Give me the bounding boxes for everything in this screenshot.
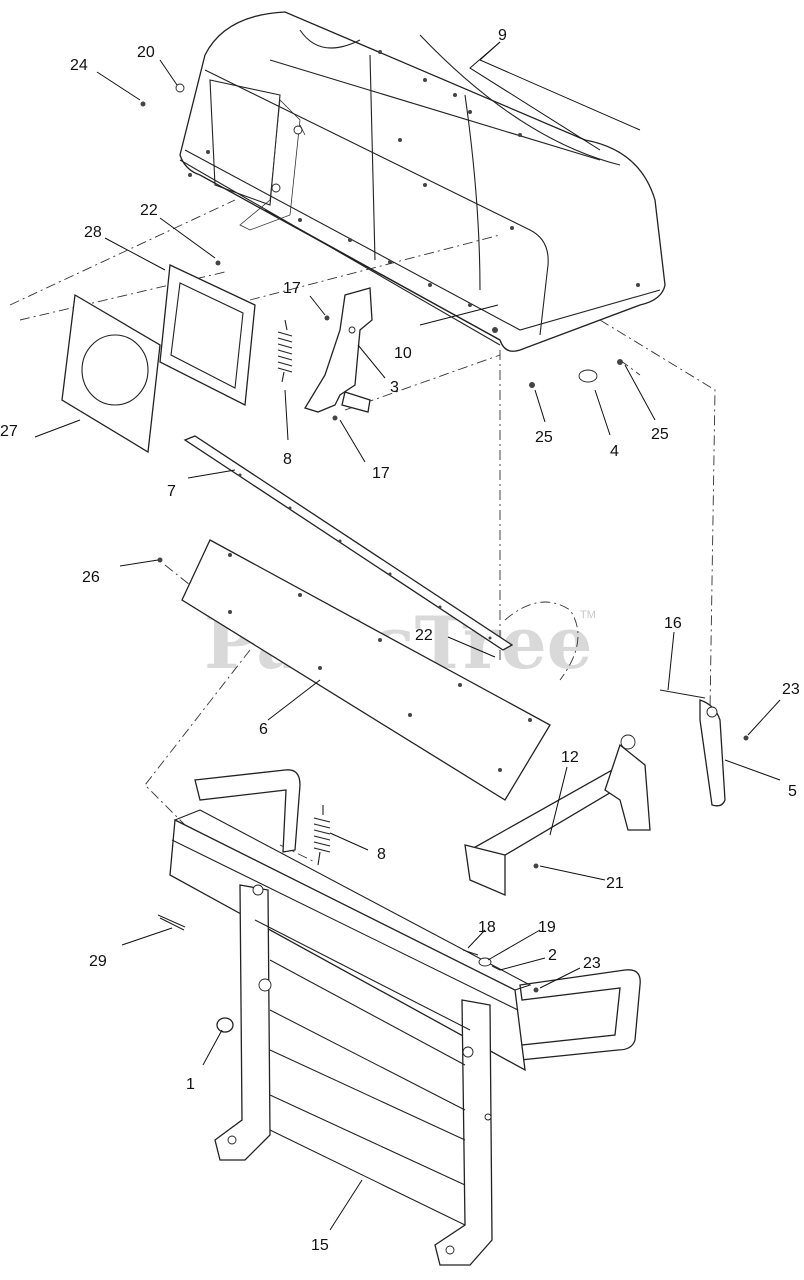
latch-5	[659, 689, 749, 807]
callout-17: 17	[372, 465, 390, 482]
callout-23: 23	[782, 681, 800, 698]
gasket-28	[159, 264, 256, 407]
callout-8: 8	[283, 451, 292, 468]
callout-5: 5	[788, 783, 797, 800]
watermark-trademark: TM	[580, 609, 596, 621]
callout-3: 3	[390, 379, 399, 396]
callout-6: 6	[259, 721, 268, 738]
callout-17: 17	[283, 280, 301, 297]
callout-19: 19	[538, 919, 556, 936]
callout-7: 7	[167, 483, 176, 500]
callout-12: 12	[561, 749, 579, 766]
callout-9: 9	[498, 27, 507, 44]
callout-25: 25	[651, 426, 669, 443]
strip-7	[183, 435, 514, 651]
callout-16: 16	[664, 615, 682, 632]
callout-8: 8	[377, 846, 386, 863]
callout-2: 2	[548, 947, 557, 964]
callout-27: 27	[0, 423, 18, 440]
callout-labels: 24 20 9 22 28 17 10 3 27 8 17 25 4 25 7 …	[0, 27, 800, 1254]
callout-4: 4	[610, 443, 619, 460]
callout-20: 20	[137, 44, 155, 61]
callout-18: 18	[478, 919, 496, 936]
callout-24: 24	[70, 57, 88, 74]
hopper-cover	[179, 11, 666, 352]
plate-27	[61, 293, 161, 454]
callout-26: 26	[82, 569, 100, 586]
latch-bracket	[304, 287, 373, 413]
main-frame	[169, 769, 641, 1266]
callout-10: 10	[394, 345, 412, 362]
spring-lower	[313, 805, 331, 866]
callout-15: 15	[311, 1237, 329, 1254]
callout-23: 23	[583, 955, 601, 972]
callout-22: 22	[140, 202, 158, 219]
callout-22: 22	[415, 627, 433, 644]
callout-25: 25	[535, 429, 553, 446]
callout-28: 28	[84, 224, 102, 241]
plate-6	[157, 539, 551, 801]
callout-21: 21	[606, 875, 624, 892]
leader-lines	[34, 41, 781, 1231]
callout-1: 1	[186, 1076, 195, 1093]
callout-29: 29	[89, 953, 107, 970]
spring-upper	[277, 319, 293, 383]
